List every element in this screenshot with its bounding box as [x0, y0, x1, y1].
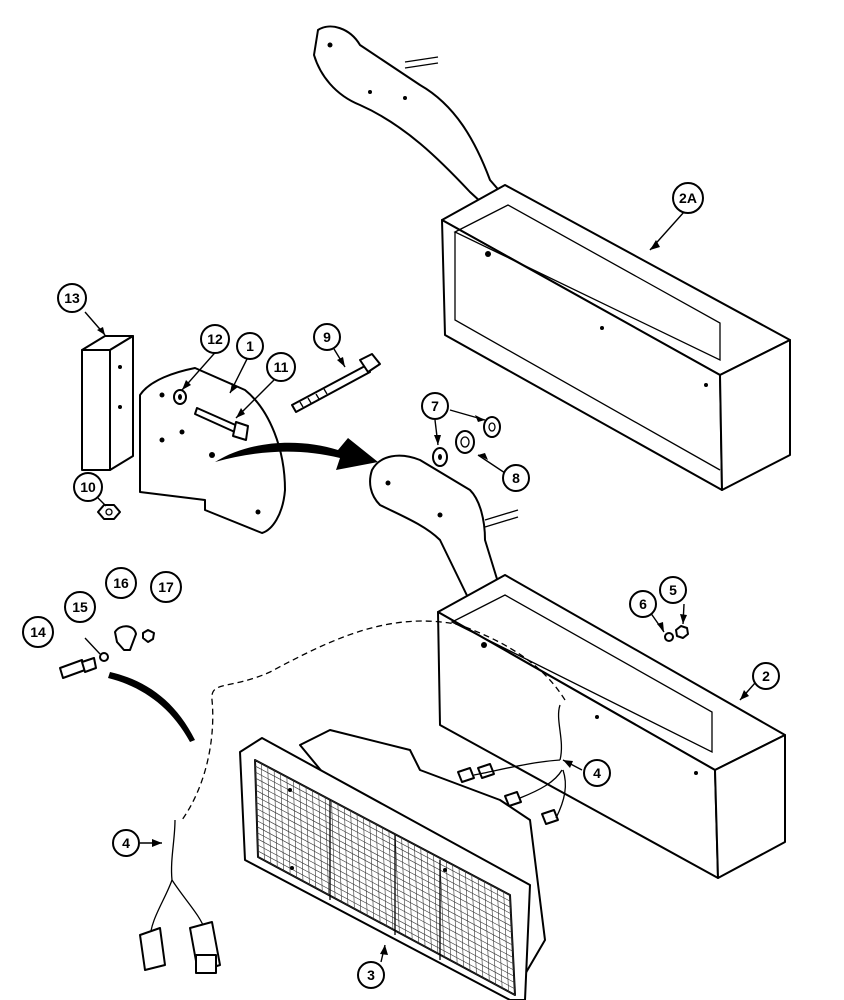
callout-label: 5 — [669, 582, 677, 598]
callout-label: 2A — [679, 190, 697, 206]
callout-13: 13 — [57, 283, 87, 313]
clip-16 — [114, 625, 137, 651]
callout-label: 6 — [639, 596, 647, 612]
nut-washer-5-6 — [664, 625, 689, 642]
callout-2: 2 — [752, 662, 780, 690]
callout-label: 8 — [512, 470, 520, 486]
callout-label: 7 — [431, 398, 439, 414]
wiring-harness — [181, 620, 567, 825]
callout-label: 17 — [158, 579, 174, 595]
callouts: 1 2 2A 3 4 4 5 6 7 8 9 10 11 12 13 14 15… — [22, 182, 780, 989]
callout-3: 3 — [357, 961, 385, 989]
lamp-lens-grid — [254, 759, 516, 996]
callout-label: 12 — [207, 331, 223, 347]
bolt-9 — [291, 353, 381, 413]
callout-6: 6 — [629, 590, 657, 618]
tail-lamp — [239, 729, 546, 1000]
callout-label: 13 — [64, 290, 80, 306]
callout-4-left: 4 — [112, 829, 140, 857]
callout-4-right: 4 — [583, 759, 611, 787]
washer-12 — [173, 389, 187, 405]
callout-11: 11 — [266, 352, 296, 382]
washers-7-8 — [432, 416, 501, 467]
callout-label: 14 — [30, 624, 46, 640]
callout-label: 11 — [274, 359, 289, 375]
callout-14: 14 — [22, 616, 54, 648]
callout-8: 8 — [502, 464, 530, 492]
callout-5: 5 — [659, 576, 687, 604]
callout-15: 15 — [64, 591, 96, 623]
callout-12: 12 — [200, 324, 230, 354]
callout-16: 16 — [105, 567, 137, 599]
callout-9: 9 — [313, 323, 341, 351]
screw-14 — [59, 657, 97, 679]
callout-17: 17 — [150, 571, 182, 603]
callout-label: 9 — [323, 329, 331, 345]
callout-1: 1 — [236, 332, 264, 360]
callout-2a: 2A — [672, 182, 704, 214]
leader-arrowheads — [97, 240, 749, 955]
nut-10 — [97, 504, 121, 520]
callout-label: 1 — [246, 338, 254, 354]
lower-connector — [139, 819, 221, 974]
curved-arrow-lower — [108, 672, 195, 742]
lower-housing-2 — [437, 574, 786, 879]
spacer-block — [81, 335, 134, 471]
callout-label: 4 — [122, 835, 130, 851]
callout-label: 2 — [762, 668, 770, 684]
nut-17 — [142, 629, 155, 643]
callout-label: 15 — [72, 599, 88, 615]
callout-label: 16 — [113, 575, 129, 591]
bolt-11 — [194, 407, 249, 441]
callout-label: 4 — [593, 765, 601, 781]
callout-label: 10 — [80, 479, 96, 495]
washer-15 — [99, 652, 109, 662]
callout-10: 10 — [73, 472, 103, 502]
callout-7: 7 — [421, 392, 449, 420]
upper-housing-2a — [441, 184, 791, 491]
callout-label: 3 — [367, 967, 375, 983]
mounting-plate — [139, 367, 286, 534]
curved-arrow-upper — [215, 438, 378, 470]
